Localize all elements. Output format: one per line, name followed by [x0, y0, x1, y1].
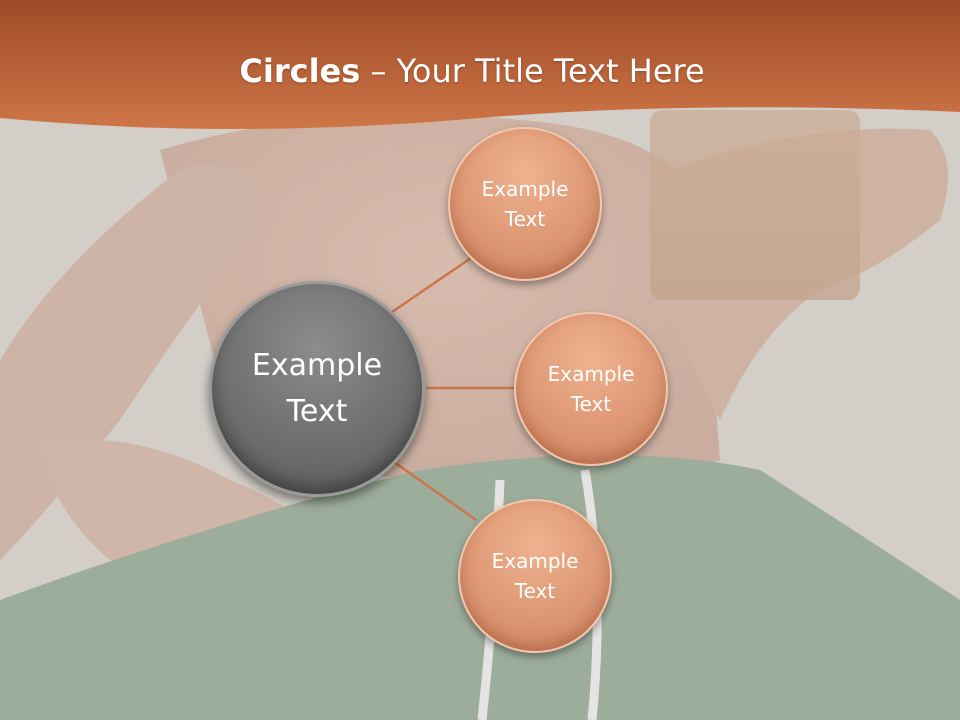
- satellite-circle-middle[interactable]: Example Text: [514, 312, 668, 466]
- title-bold: Circles: [239, 52, 361, 90]
- satellite-circle-label: Example Text: [481, 177, 569, 231]
- satellite-circle-label: Example Text: [491, 549, 579, 603]
- connector-bottom: [393, 460, 477, 522]
- title-rest: – Your Title Text Here: [360, 52, 705, 90]
- satellite-circle-label: Example Text: [547, 362, 635, 416]
- center-circle[interactable]: Example Text: [209, 281, 425, 497]
- slide-title: Circles – Your Title Text Here: [0, 52, 944, 90]
- title-band: [0, 0, 960, 129]
- connector-top: [391, 254, 475, 314]
- satellite-circle-bottom[interactable]: Example Text: [458, 499, 612, 653]
- satellite-circle-top[interactable]: Example Text: [448, 127, 602, 281]
- center-circle-label: Example Text: [251, 348, 383, 429]
